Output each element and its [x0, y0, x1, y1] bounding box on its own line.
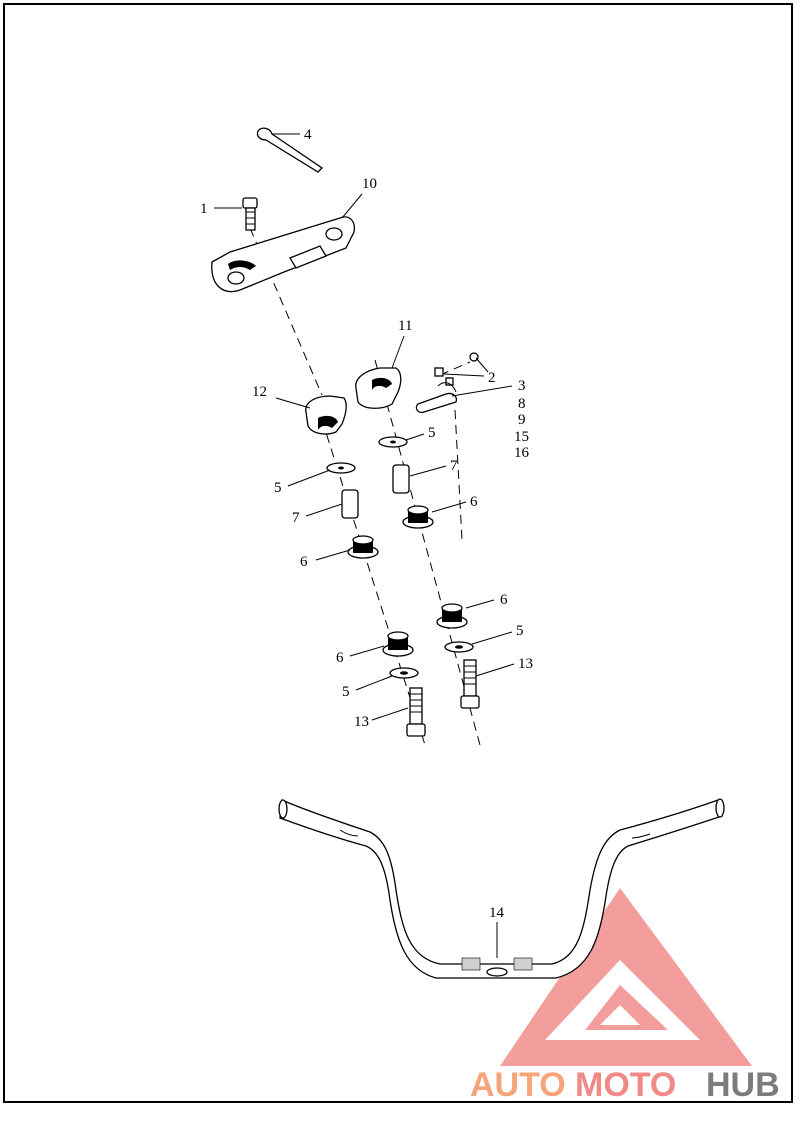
- callout-2: 2: [488, 370, 496, 386]
- callout-labels: 1 4 10 11 12 2 3 8 9 15 16 5 5 7 7 6 6 6…: [200, 127, 533, 921]
- callout-9: 9: [518, 412, 526, 428]
- callout-15: 15: [514, 429, 529, 445]
- part-right-riser: [355, 367, 402, 409]
- part-handlebar: [278, 798, 725, 979]
- part-spacers: [341, 464, 410, 519]
- part-riser-bolts: [406, 659, 480, 737]
- diagram-frame: [3, 3, 793, 1103]
- callout-7-left: 7: [292, 510, 300, 526]
- part-upper-clamp: [211, 216, 356, 293]
- part-clip-assembly: [415, 352, 479, 414]
- handlebar-knurl-left: [461, 957, 481, 971]
- callout-8: 8: [518, 396, 526, 412]
- callout-6-upper-left: 6: [300, 554, 308, 570]
- callout-16: 16: [514, 445, 530, 461]
- leader-lines: [214, 133, 515, 958]
- callout-13-right: 13: [518, 656, 533, 672]
- callout-1: 1: [200, 201, 208, 217]
- riser-bolt-left: [406, 687, 426, 737]
- riser-bolt-right: [460, 659, 480, 709]
- part-washers: [326, 436, 474, 679]
- part-bushings: [347, 505, 468, 657]
- callout-5-lower-left: 5: [342, 684, 350, 700]
- bushing-upper-right: [402, 505, 434, 529]
- bushing-upper-left: [347, 535, 379, 559]
- callout-6-lower-left: 6: [336, 650, 344, 666]
- callout-6-upper-right: 6: [470, 494, 478, 510]
- assembly-axes: [249, 227, 481, 746]
- part-cable-strap: [256, 127, 324, 173]
- watermark-triangle-notch: [600, 1005, 640, 1025]
- callout-14: 14: [489, 905, 505, 921]
- part-top-bolt: [242, 197, 258, 231]
- part-left-riser: [305, 395, 347, 435]
- callout-5-upper-left: 5: [274, 480, 282, 496]
- watermark-word-moto: MOTO: [575, 1066, 676, 1104]
- callout-10: 10: [362, 176, 377, 192]
- callout-5-upper-right: 5: [428, 425, 436, 441]
- callout-12: 12: [252, 384, 267, 400]
- callout-7-right: 7: [450, 458, 458, 474]
- callout-3: 3: [518, 378, 526, 394]
- watermark-triangle-core: [585, 985, 668, 1030]
- callout-11: 11: [398, 318, 412, 334]
- callout-13-left: 13: [354, 714, 369, 730]
- watermark-word-auto: AUTO: [470, 1066, 566, 1104]
- callout-5-lower-right: 5: [516, 623, 524, 639]
- watermark-logo: [500, 888, 752, 1066]
- callout-4: 4: [304, 127, 312, 143]
- bushing-lower-right: [436, 603, 468, 629]
- bushing-lower-left: [382, 631, 414, 657]
- handlebar-knurl-right: [513, 957, 533, 971]
- watermark-word-hub: HUB: [706, 1066, 780, 1104]
- callout-6-lower-right: 6: [500, 592, 508, 608]
